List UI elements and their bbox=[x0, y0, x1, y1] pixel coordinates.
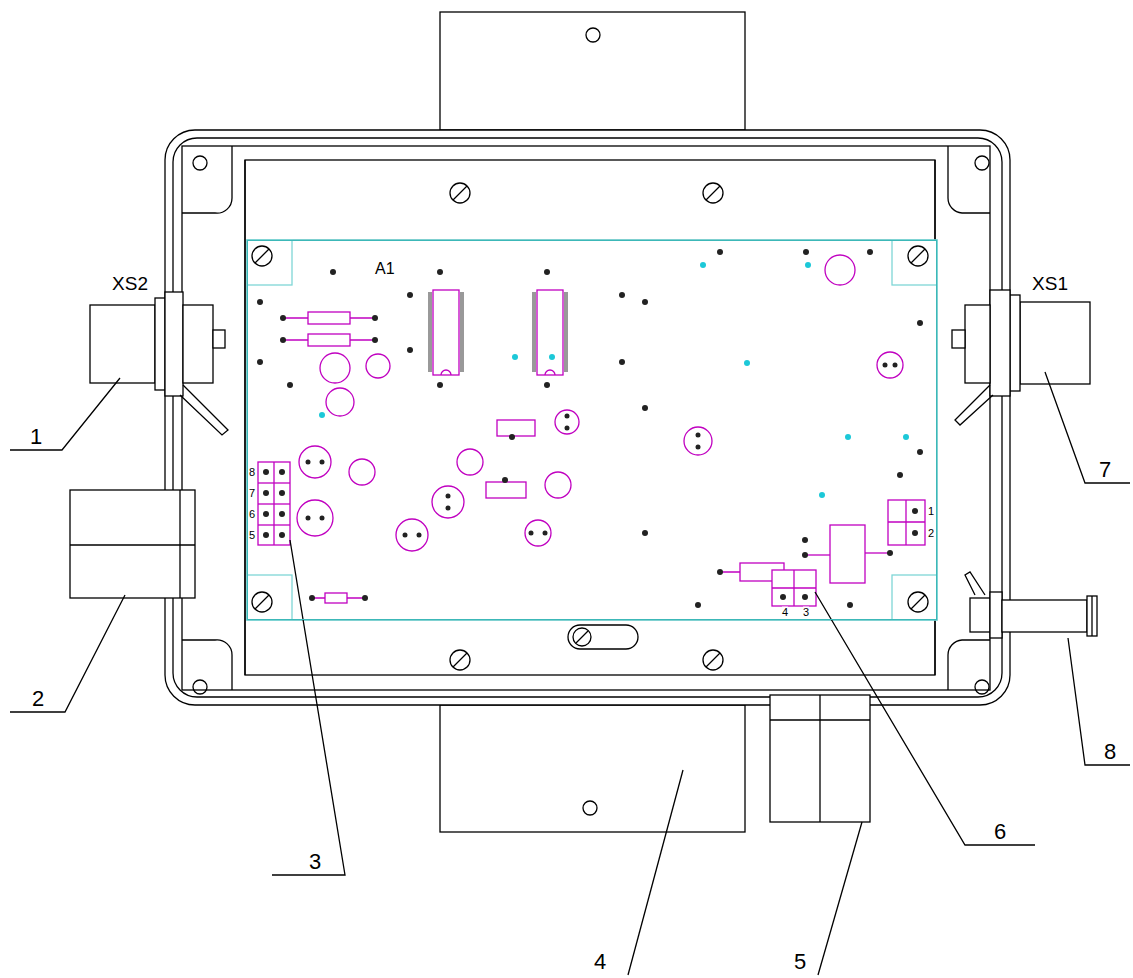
inner-frame bbox=[182, 146, 990, 690]
connector-designator: XS1 bbox=[1032, 274, 1068, 293]
ic bbox=[433, 290, 563, 375]
callout-number: 4 bbox=[594, 951, 606, 973]
callout-number: 2 bbox=[32, 688, 44, 710]
resistor bbox=[283, 312, 890, 603]
connector-xs2 bbox=[90, 292, 228, 435]
corner-hole bbox=[193, 156, 207, 170]
pin-number: 4 bbox=[782, 607, 788, 618]
corner-pocket bbox=[948, 640, 990, 690]
corner-hole bbox=[975, 156, 989, 170]
leader-line bbox=[10, 372, 1130, 975]
corner-pocket bbox=[948, 146, 990, 213]
mounting-tab bbox=[440, 12, 745, 130]
vias bbox=[319, 262, 909, 498]
pcb-corner bbox=[247, 240, 937, 620]
pads bbox=[257, 249, 923, 608]
connector-designator: XS2 bbox=[112, 274, 148, 293]
pin-number: 5 bbox=[249, 530, 255, 541]
pin-number: 6 bbox=[249, 509, 255, 520]
corner-hole bbox=[193, 680, 207, 694]
circuit-board: A1 bbox=[247, 240, 937, 620]
board-designator: A1 bbox=[375, 261, 395, 277]
terminal-block bbox=[258, 462, 925, 606]
mounting-hole bbox=[586, 28, 600, 42]
mounting-tab bbox=[440, 705, 745, 832]
slot bbox=[568, 625, 638, 649]
housing bbox=[165, 130, 1010, 705]
callout-number: 8 bbox=[1104, 741, 1116, 763]
pin-number: 1 bbox=[928, 506, 934, 517]
bottom-connector bbox=[770, 695, 870, 822]
pin-number: 7 bbox=[249, 488, 255, 499]
pin-number: 2 bbox=[928, 528, 934, 539]
screw bbox=[252, 246, 928, 612]
corner-pocket bbox=[182, 146, 232, 213]
pcb bbox=[247, 240, 937, 620]
callout-number: 7 bbox=[1099, 459, 1111, 481]
connector-xs1 bbox=[952, 290, 1090, 425]
housing-inner bbox=[173, 138, 1002, 697]
corner-pocket bbox=[182, 640, 232, 690]
capacitor bbox=[297, 255, 903, 551]
corner-hole bbox=[975, 680, 989, 694]
callout-number: 6 bbox=[994, 821, 1006, 843]
callout-number: 5 bbox=[794, 951, 806, 973]
pin-number: 3 bbox=[803, 607, 809, 618]
callout-number: 1 bbox=[30, 426, 42, 448]
cable-gland bbox=[70, 490, 195, 598]
mounting-hole bbox=[583, 801, 597, 815]
pin-number: 8 bbox=[249, 467, 255, 478]
ic-pins bbox=[428, 292, 568, 372]
callout-number: 3 bbox=[309, 851, 321, 873]
jack bbox=[965, 572, 1097, 638]
